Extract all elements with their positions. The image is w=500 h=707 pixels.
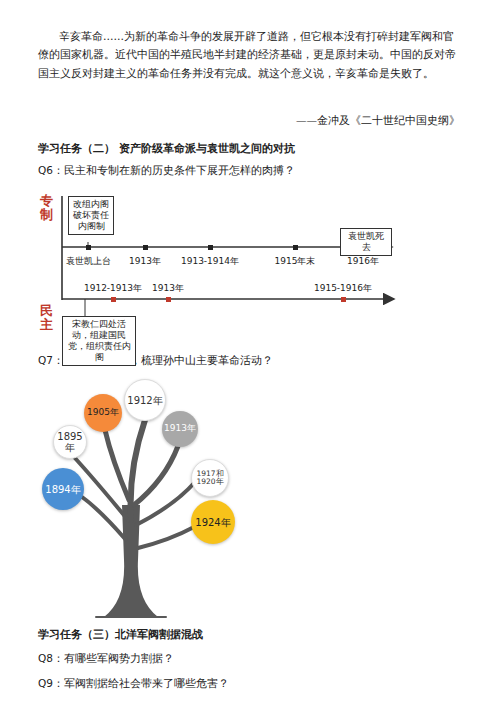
year-circle: 1894年 bbox=[42, 468, 84, 510]
node-text: 袁世凯死去 bbox=[344, 231, 388, 253]
quote-source: ——金冲及《二十世纪中国史纲》 bbox=[296, 112, 460, 129]
event-label: 袁世凯上台 bbox=[66, 254, 111, 268]
date-label: 1913-1914年 bbox=[181, 254, 239, 268]
node-text: 改组内阁 破坏责任 内阁制 bbox=[72, 199, 110, 232]
axis-label: 专制 bbox=[40, 194, 53, 223]
event-box: 宋教仁四处活动，组建国民党，组织责任内阁 bbox=[62, 316, 136, 366]
node-text: 宋教仁四处活动，组建国民党，组织责任内阁 bbox=[66, 319, 132, 363]
node-text: 1913年 bbox=[164, 424, 196, 434]
question: Q9：军阀割据给社会带来了哪些危害？ bbox=[38, 675, 229, 692]
year-circle: 1895年 bbox=[53, 425, 87, 459]
node-text: 1917和1920年 bbox=[194, 470, 226, 487]
timeline-axis bbox=[62, 196, 394, 316]
axis-label: 民主 bbox=[40, 304, 53, 333]
year-circle: 1913年 bbox=[162, 411, 198, 447]
date-label: 1913年 bbox=[152, 281, 184, 295]
year-circle: 1912年 bbox=[124, 379, 166, 421]
section-heading: 学习任务（三）北洋军阀割据混战 bbox=[38, 626, 203, 644]
year-circle: 1924年 bbox=[191, 500, 235, 544]
date-label: 1915年末 bbox=[275, 254, 316, 268]
event-box: 袁世凯死去 bbox=[340, 228, 392, 256]
question: Q6：民主和专制在新的历史条件下展开怎样的肉搏？ bbox=[38, 162, 295, 179]
year-circle: 1917和1920年 bbox=[191, 459, 229, 497]
timeline-dots-red bbox=[111, 297, 346, 302]
date-label: 1913年 bbox=[129, 254, 161, 268]
section-heading: 学习任务（二） 资产阶级革命派与袁世凯之间的对抗 bbox=[38, 140, 295, 158]
date-label: 1912-1913年 bbox=[84, 281, 142, 295]
node-text: 1924年 bbox=[195, 517, 230, 528]
timeline-dots bbox=[86, 245, 366, 250]
date-label: 1916年 bbox=[347, 254, 379, 268]
question: Q8：有哪些军阀势力割据？ bbox=[38, 650, 174, 667]
quote-paragraph: 辛亥革命……为新的革命斗争的发展开辟了道路，但它根本没有打碎封建军阀和官僚的国家… bbox=[38, 27, 462, 82]
node-text: 1894年 bbox=[45, 484, 80, 495]
node-text: 1905年 bbox=[87, 408, 119, 418]
date-label: 1915-1916年 bbox=[314, 281, 372, 295]
event-box: 改组内阁 破坏责任 内阁制 bbox=[68, 196, 114, 235]
node-text: 1895年 bbox=[56, 431, 84, 453]
node-text: 1912年 bbox=[127, 395, 162, 406]
year-circle: 1905年 bbox=[84, 394, 122, 432]
tree bbox=[74, 420, 195, 617]
